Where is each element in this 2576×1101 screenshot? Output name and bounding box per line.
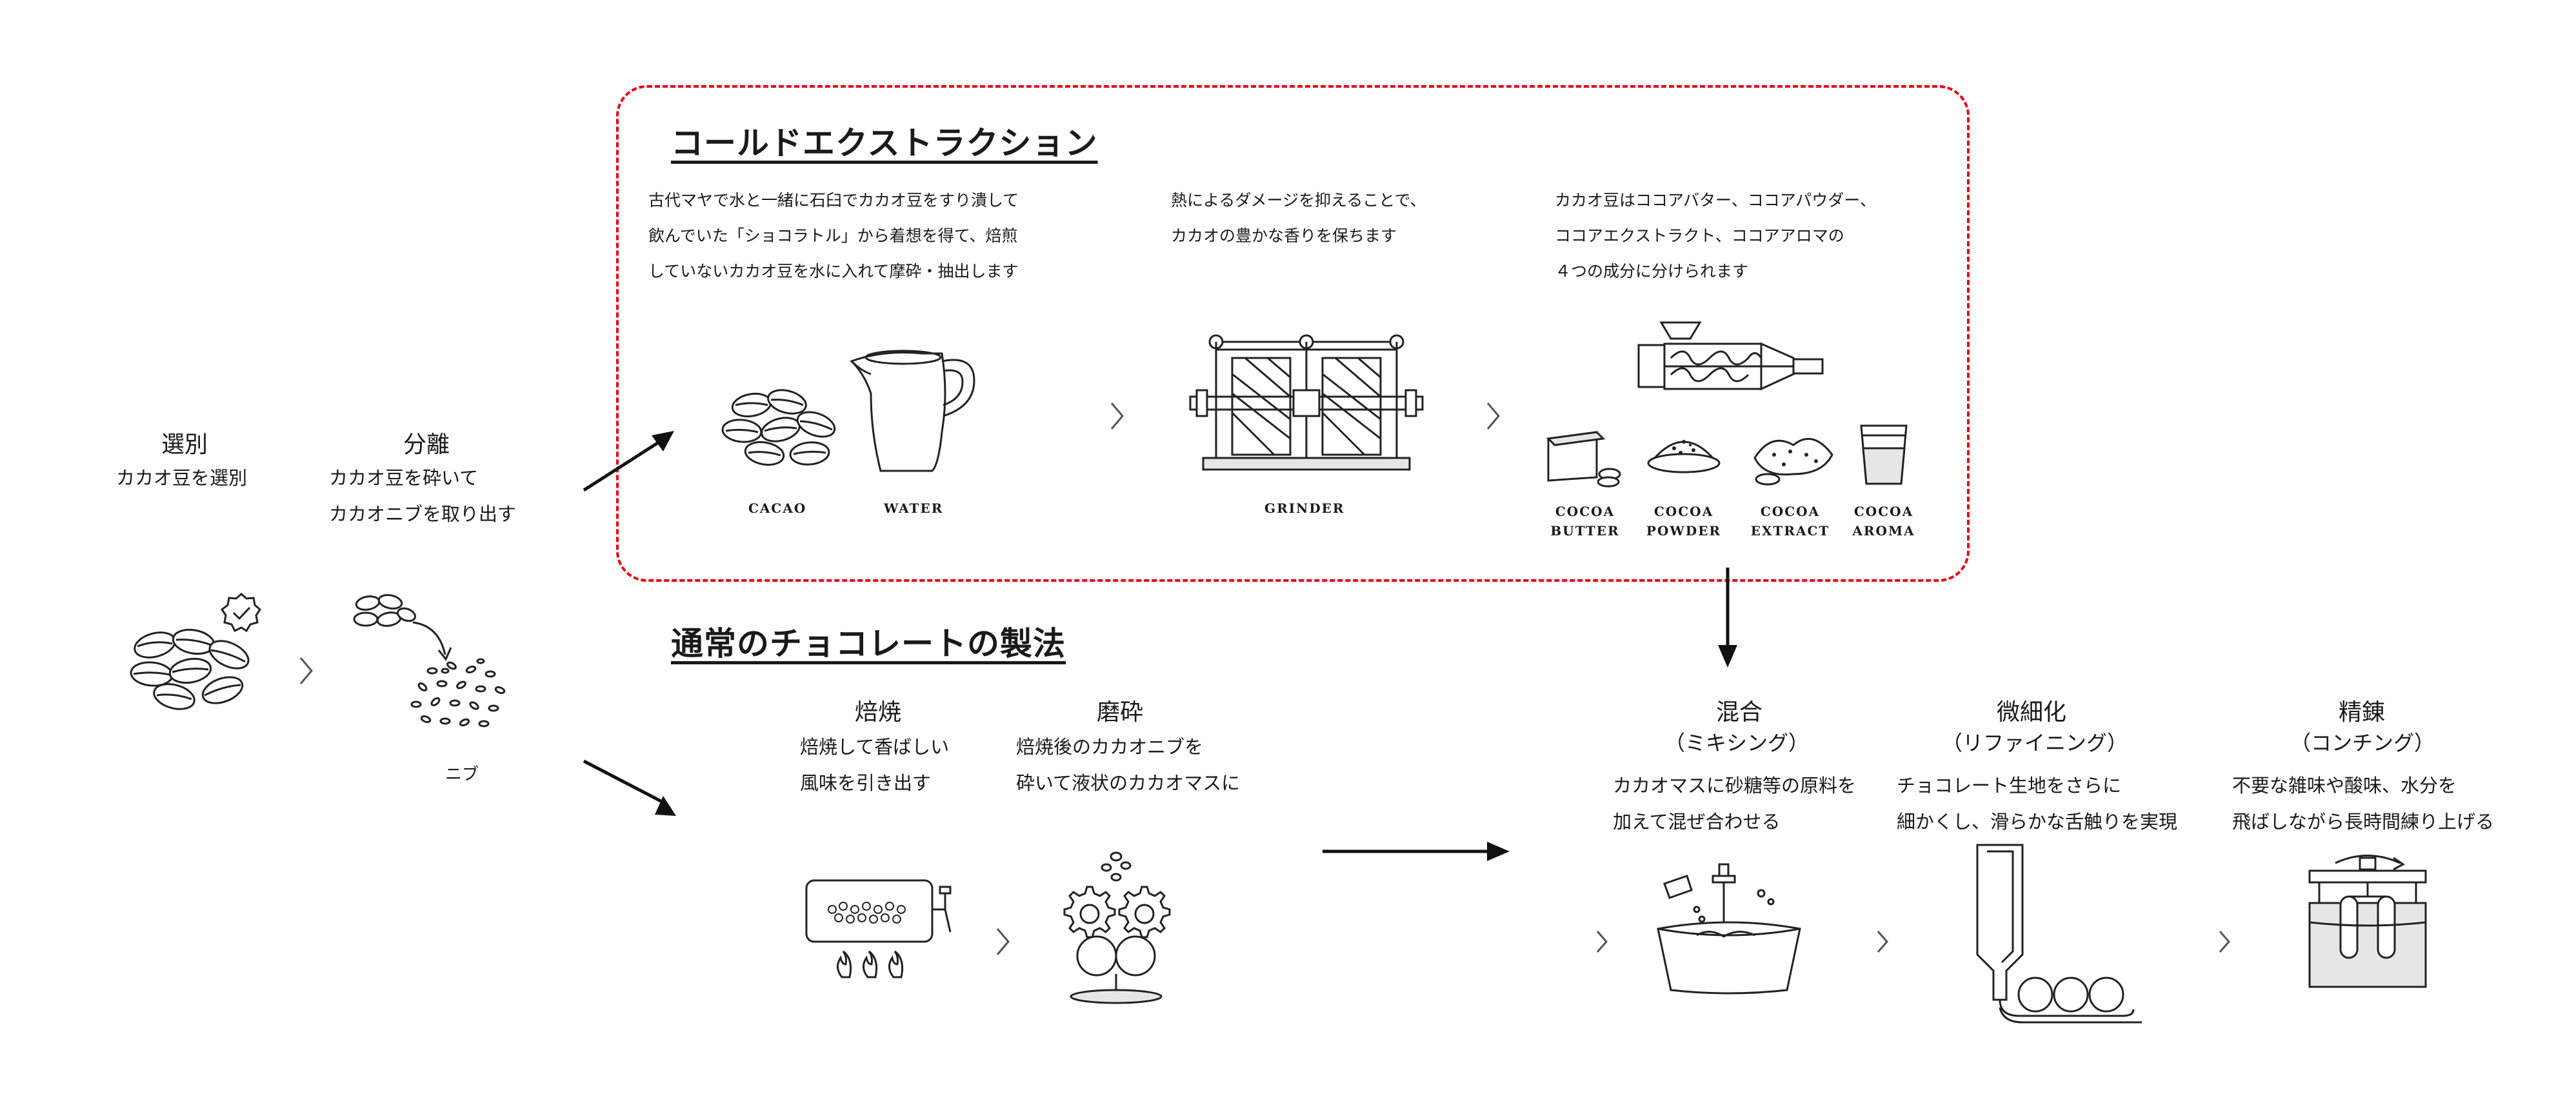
grinder-label: GRINDER	[1264, 501, 1345, 516]
nib-caption: ニブ	[445, 765, 479, 784]
arrow-to-normal	[583, 759, 676, 816]
water-label: WATER	[884, 501, 944, 516]
chevron-right-icon	[1110, 402, 1124, 430]
roaster-icon	[805, 879, 952, 978]
curved-arrow-icon	[412, 621, 452, 661]
chevron-right-icon	[2219, 931, 2230, 953]
cacao-label: CACAO	[748, 501, 807, 516]
cold-extraction-title: コールドエクストラクション	[671, 124, 1098, 162]
cold-extraction-desc-left: 古代マヤで水と一緒に石臼でカカオ豆をすり潰して 飲んでいた「ショコラトル」から着…	[648, 191, 1019, 281]
chevron-right-icon	[996, 928, 1010, 955]
roasting-title: 焙焼	[855, 699, 902, 726]
roller-refiner-icon	[1976, 844, 2142, 1024]
arrow-to-cold-extraction	[583, 431, 674, 492]
roasting-desc: 焙焼して香ばしい 風味を引き出す	[800, 736, 950, 794]
cacao-beans-icon	[721, 389, 836, 466]
chevron-right-icon	[299, 657, 313, 684]
normal-method-title: 通常のチョコレートの製法	[671, 625, 1066, 662]
arrow-to-mixing	[1323, 842, 1510, 861]
mixing-desc: カカオマスに砂糖等の原料を 加えて混ぜ合わせる	[1613, 775, 1857, 833]
cacao-nibs-icon	[410, 658, 506, 728]
cold-extraction-desc-mid: 熱によるダメージを抑えることで、 カカオの豊かな香りを保ちます	[1171, 191, 1426, 245]
separation-title: 分離	[403, 431, 450, 458]
refining-title: 微細化	[1997, 699, 2067, 726]
cacao-beans-icon	[353, 594, 417, 627]
grinder-icon	[1189, 334, 1424, 471]
conching-desc: 不要な雑味や酸味、水分を 飛ばしながら長時間練り上げる	[2232, 775, 2495, 833]
cocoa-extract-icon	[1753, 438, 1833, 486]
cacao-beans-icon	[130, 628, 250, 710]
chevron-right-icon	[1877, 931, 1888, 953]
selection-desc: カカオ豆を選別	[116, 467, 248, 489]
grinding-desc: 焙焼後のカカオニブを 砕いて液状のカカオマスに	[1016, 736, 1241, 794]
refining-desc: チョコレート生地をさらに 細かくし、滑らかな舌触りを実現	[1897, 775, 2178, 833]
grinding-title: 磨砕	[1097, 699, 1144, 726]
cold-extraction-box	[616, 85, 1970, 582]
check-badge-icon	[220, 593, 261, 633]
water-pitcher-icon	[850, 350, 975, 472]
mixing-subtitle: （ミキシング）	[1664, 731, 1810, 755]
refining-subtitle: （リファイニング）	[1942, 731, 2128, 755]
extractor-machine-icon	[1637, 321, 1824, 391]
cocoa-powder-icon	[1647, 440, 1721, 473]
chevron-right-icon	[1486, 402, 1500, 430]
mixing-title: 混合	[1716, 699, 1763, 726]
separation-desc: カカオ豆を砕いて カカオニブを取り出す	[329, 467, 517, 525]
cocoa-aroma-icon	[1860, 424, 1908, 485]
selection-title: 選別	[161, 431, 208, 458]
gear-mill-icon	[1063, 851, 1171, 1004]
conching-title: 精錬	[2339, 699, 2386, 726]
mixer-bowl-icon	[1657, 863, 1801, 995]
chevron-right-icon	[1596, 931, 1608, 953]
conching-subtitle: （コンチング）	[2290, 731, 2435, 755]
conche-tank-icon	[2308, 855, 2427, 988]
cold-extraction-desc-right: カカオ豆はココアバター、ココアパウダー、 ココアエクストラクト、ココアアロマの …	[1555, 191, 1877, 281]
cocoa-butter-icon	[1546, 431, 1621, 488]
arrow-down-to-mixing	[1718, 568, 1737, 668]
